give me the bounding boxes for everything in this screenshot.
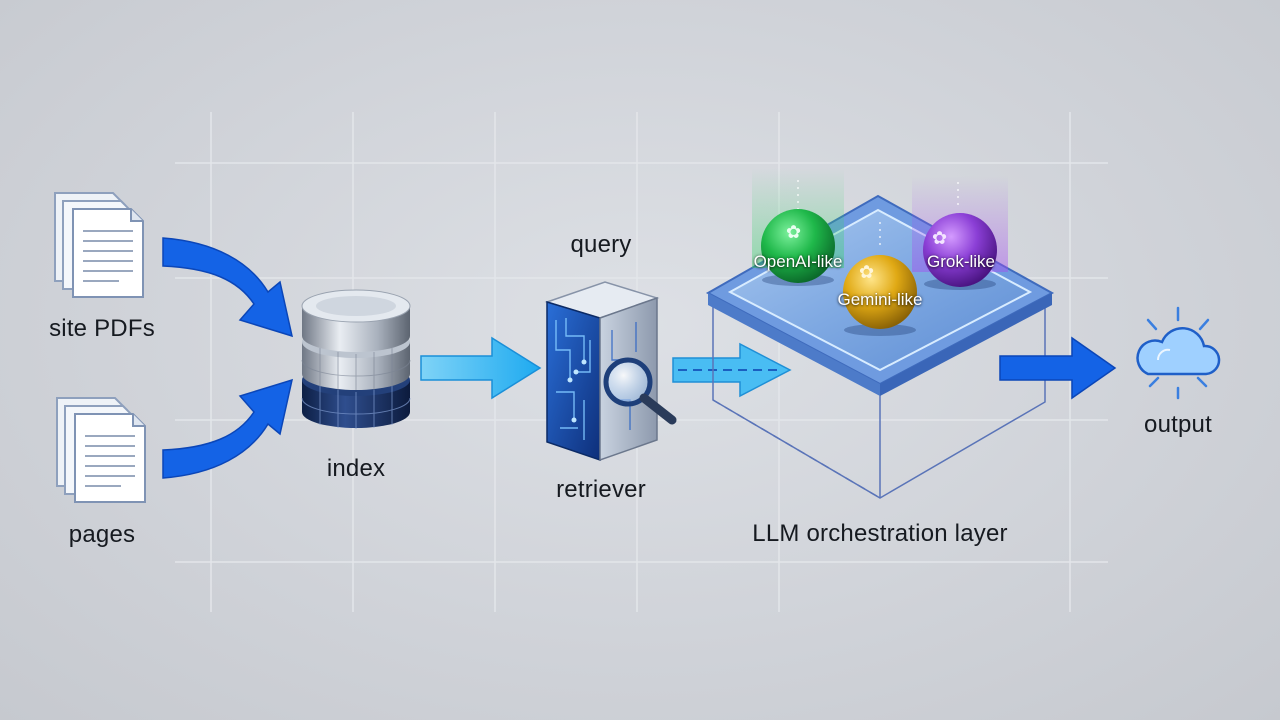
svg-text:✿: ✿ (932, 228, 947, 249)
document-stack-icon (54, 192, 144, 298)
arrow-layer-to-output (999, 336, 1117, 400)
index-label: index (326, 455, 386, 482)
model-sphere-grok: ✿ (923, 213, 997, 290)
cloud-icon (1136, 306, 1221, 400)
arrow-retriever-to-layer (672, 342, 792, 398)
svg-text:✿: ✿ (786, 222, 801, 243)
svg-text:✿: ✿ (859, 262, 874, 283)
model-sphere-openai: ✿ (761, 209, 835, 286)
query-label: query (570, 231, 632, 258)
model-sphere-gemini: ✿ (843, 255, 917, 336)
model-label-gemini: Gemini-like (837, 290, 923, 309)
model-label-grok: Grok-like (926, 252, 996, 271)
arrow-index-to-retriever (420, 336, 542, 400)
arrow-pdfs-to-index (162, 237, 294, 338)
retriever-label: retriever (556, 476, 646, 503)
server-magnifier-icon (544, 281, 677, 462)
output-label: output (1144, 411, 1212, 438)
document-stack-icon (56, 397, 146, 503)
orchestration-label: LLM orchestration layer (752, 520, 1008, 547)
database-icon (301, 289, 411, 429)
source-label-pdfs: site PDFs (49, 315, 155, 342)
model-label-openai: OpenAI-like (753, 252, 843, 271)
source-label-pages: pages (68, 521, 136, 548)
source-arrows (162, 237, 294, 479)
arrow-pages-to-index (162, 378, 294, 479)
